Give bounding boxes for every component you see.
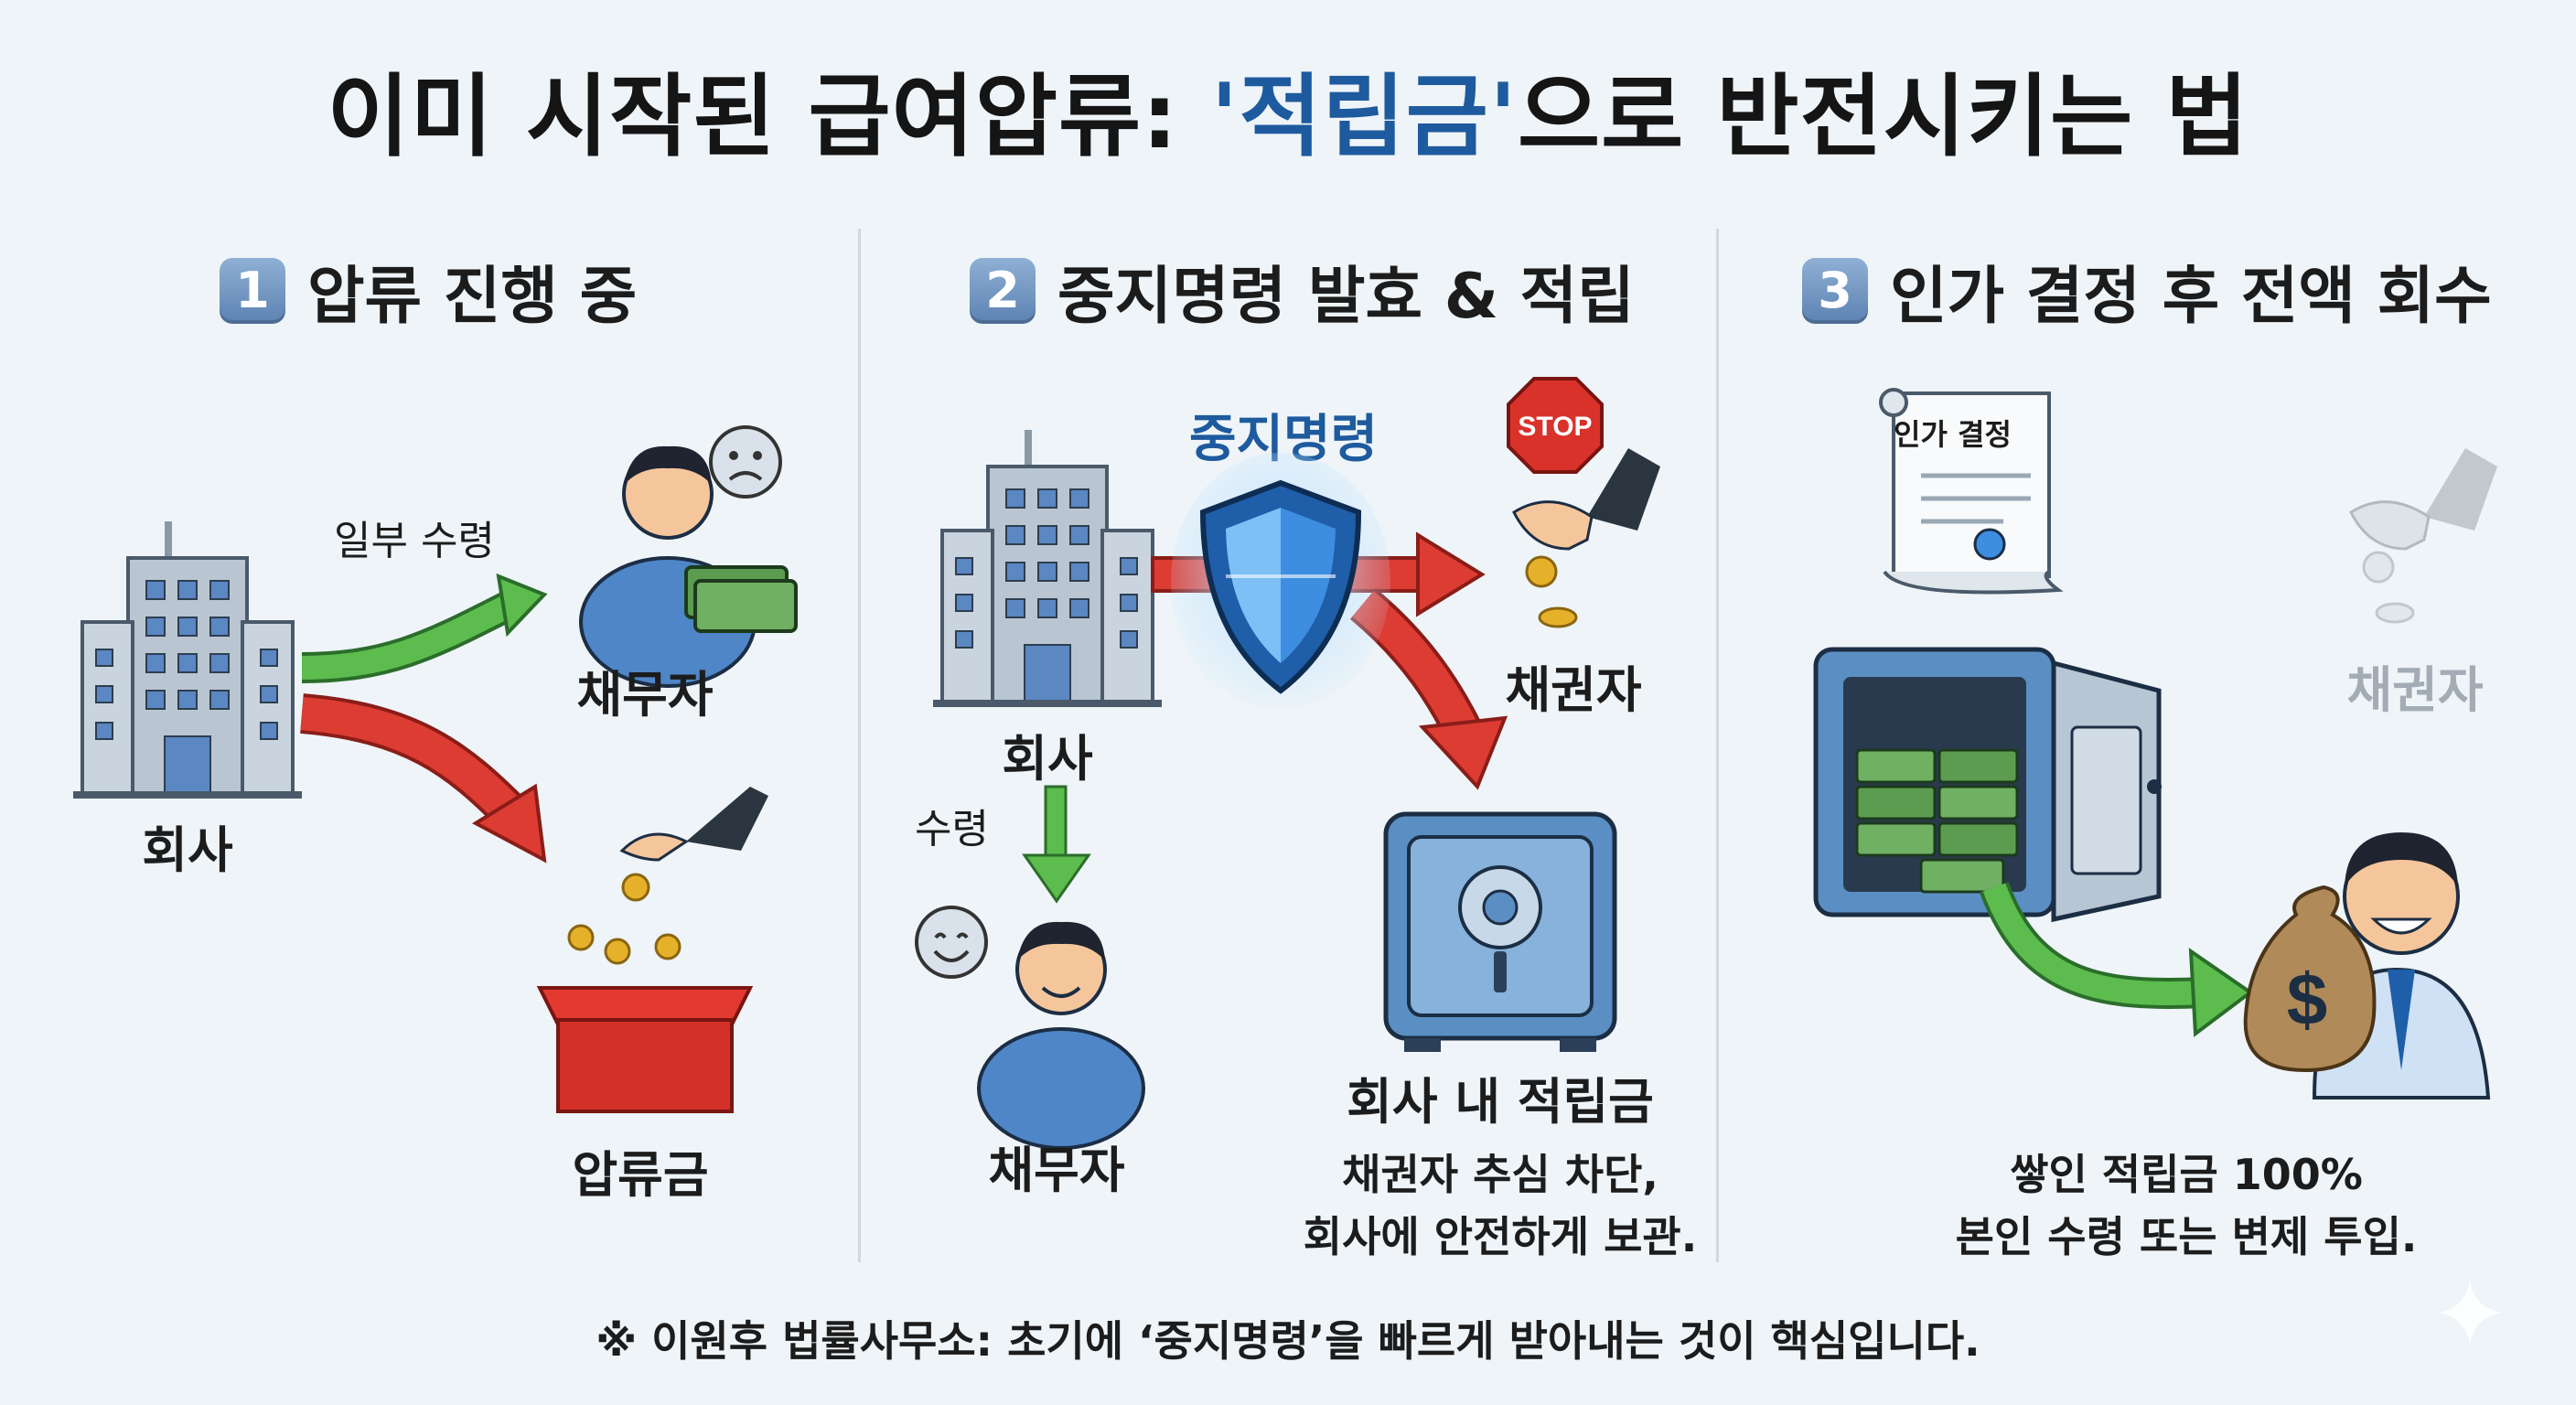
shield-icon	[1171, 453, 1390, 709]
step1-flow-arrows	[300, 573, 548, 863]
step1-number-badge: 1	[220, 257, 285, 324]
step2-number-badge: 2	[970, 257, 1036, 324]
step3-green-arrow	[1980, 881, 2254, 1037]
svg-text:$: $	[2287, 959, 2328, 1040]
sparkle-icon	[2438, 1281, 2502, 1345]
company-building-icon	[73, 521, 302, 799]
step1-debtor-label: 채무자	[576, 666, 714, 724]
company-building-icon-2	[933, 430, 1162, 707]
safe-icon	[1383, 811, 1617, 1052]
happy-man-money-bag-icon: $	[2243, 832, 2491, 1099]
step1-heading-text: 압류 진행 중	[307, 261, 638, 333]
step2-company-label: 회사	[1002, 730, 1093, 788]
step2-receive-label: 수령	[915, 806, 989, 853]
approval-document-icon	[1879, 388, 2064, 595]
step3-caption: 쌓인 적립금 100% 본인 수령 또는 변제 투입.	[1903, 1143, 2470, 1268]
step2-creditor-label: 채권자	[1505, 661, 1642, 719]
step3-heading-text: 인가 결정 후 전액 회수	[1890, 261, 2492, 333]
footer-note: ※ 이원후 법률사무소: 초기에 ‘중지명령’을 빠르게 받아내는 것이 핵심입…	[596, 1316, 1980, 1366]
title-main: 이미 시작된 급여압류:	[327, 65, 1211, 169]
partial-receive-label: 일부 수령	[334, 518, 495, 564]
step2-caption: 채권자 추심 차단, 회사에 안전하게 보관.	[1262, 1143, 1738, 1268]
step2-reserve-label: 회사 내 적립금	[1347, 1073, 1654, 1131]
step1-seized-label: 압류금	[572, 1146, 709, 1204]
stop-sign-text: STOP	[1518, 412, 1592, 442]
step2-caption-line1: 채권자 추심 차단,	[1342, 1150, 1658, 1199]
step2-heading: 2 중지명령 발효 & 적립	[970, 245, 1635, 336]
approval-document-label: 인가 결정	[1894, 417, 2012, 452]
debtor-happy-person-icon	[977, 921, 1145, 1150]
receive-arrow	[1022, 785, 1091, 904]
faded-creditor-hand-icon	[2349, 448, 2497, 624]
happy-face-icon	[915, 906, 988, 979]
step2-caption-line2: 회사에 안전하게 보관.	[1303, 1212, 1698, 1261]
seizure-box-icon	[536, 787, 768, 1113]
open-safe-icon	[1813, 647, 2162, 923]
column-divider-2	[1716, 229, 1719, 1262]
step2-heading-text: 중지명령 발효 & 적립	[1057, 261, 1635, 333]
stop-sign-icon: STOP	[1507, 377, 1604, 474]
title-rest: 으로 반전시키는 법	[1517, 65, 2249, 169]
step1-company-label: 회사	[142, 821, 233, 879]
sad-face-icon	[709, 425, 782, 499]
step3-heading: 3 인가 결정 후 전액 회수	[1802, 245, 2492, 336]
step1-heading: 1 압류 진행 중	[220, 245, 637, 336]
title-highlight: '적립금'	[1210, 65, 1518, 169]
column-divider-1	[858, 229, 861, 1262]
debtor-person-icon	[579, 445, 798, 688]
step3-number-badge: 3	[1802, 257, 1868, 324]
step2-debtor-label: 채무자	[988, 1142, 1125, 1199]
step3-caption-line2: 본인 수령 또는 변제 투입.	[1955, 1212, 2418, 1261]
page-title: 이미 시작된 급여압류: '적립금'으로 반전시키는 법	[0, 44, 2576, 174]
step3-caption-line1: 쌓인 적립금 100%	[2010, 1150, 2363, 1199]
creditor-hand-icon	[1512, 448, 1660, 628]
step3-creditor-label: 채권자	[2346, 661, 2484, 719]
